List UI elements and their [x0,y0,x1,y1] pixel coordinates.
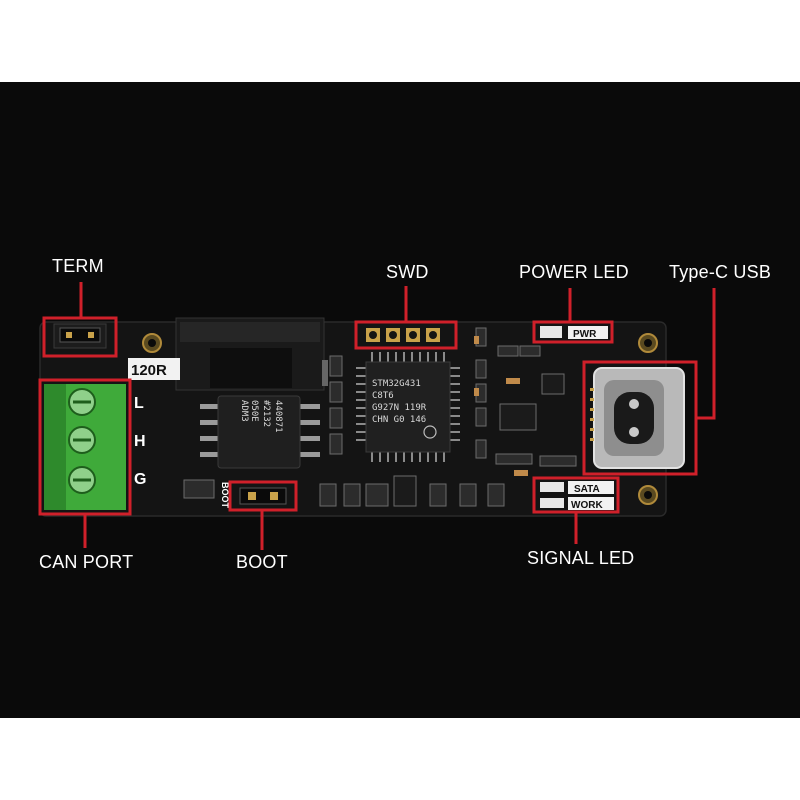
can-terminal-block [38,378,132,516]
silk-work: WORK [571,500,603,511]
mounting-holes [142,333,658,505]
silk-g: G [134,471,146,488]
silk-sata: SATA [574,484,600,495]
resistor-label: 120R [128,358,180,380]
silk-l: L [134,395,144,412]
transceiver-line-4: 440871 [273,400,283,433]
callout-signal-led: SIGNAL LED [527,548,635,568]
mcu-line-2: C8T6 [372,391,394,401]
silk-h: H [134,433,146,450]
mcu-line-3: G927N 119R [372,403,427,413]
can-transceiver-chip: ADM3 050E #2132 440871 [200,395,320,469]
type-c-connector [582,360,698,476]
silk-120r: 120R [131,362,167,379]
callout-can-port: CAN PORT [39,552,134,572]
term-jumper [42,316,118,358]
silk-boot: BOOT [220,482,230,509]
transceiver-line-1: ADM3 [239,400,249,422]
power-led: PWR [532,320,614,344]
mcu-line-1: STM32G431 [372,379,421,389]
silk-pwr: PWR [573,329,597,340]
callout-term: TERM [52,256,104,276]
callout-type-c-usb: Type-C USB [669,262,772,282]
mcu-chip: STM32G431 C8T6 G927N 119R CHN G0 146 [356,352,460,462]
callout-power-led: POWER LED [519,262,629,282]
mcu-line-4: CHN G0 146 [372,415,426,425]
smd-capacitors [474,336,528,476]
callout-boot: BOOT [236,552,288,572]
transceiver-line-3: #2132 [261,400,271,427]
callout-swd: SWD [386,262,429,282]
choke-component [175,317,328,391]
transceiver-line-2: 050E [249,400,259,422]
leader-lines [79,282,716,550]
smd-components [183,327,577,507]
